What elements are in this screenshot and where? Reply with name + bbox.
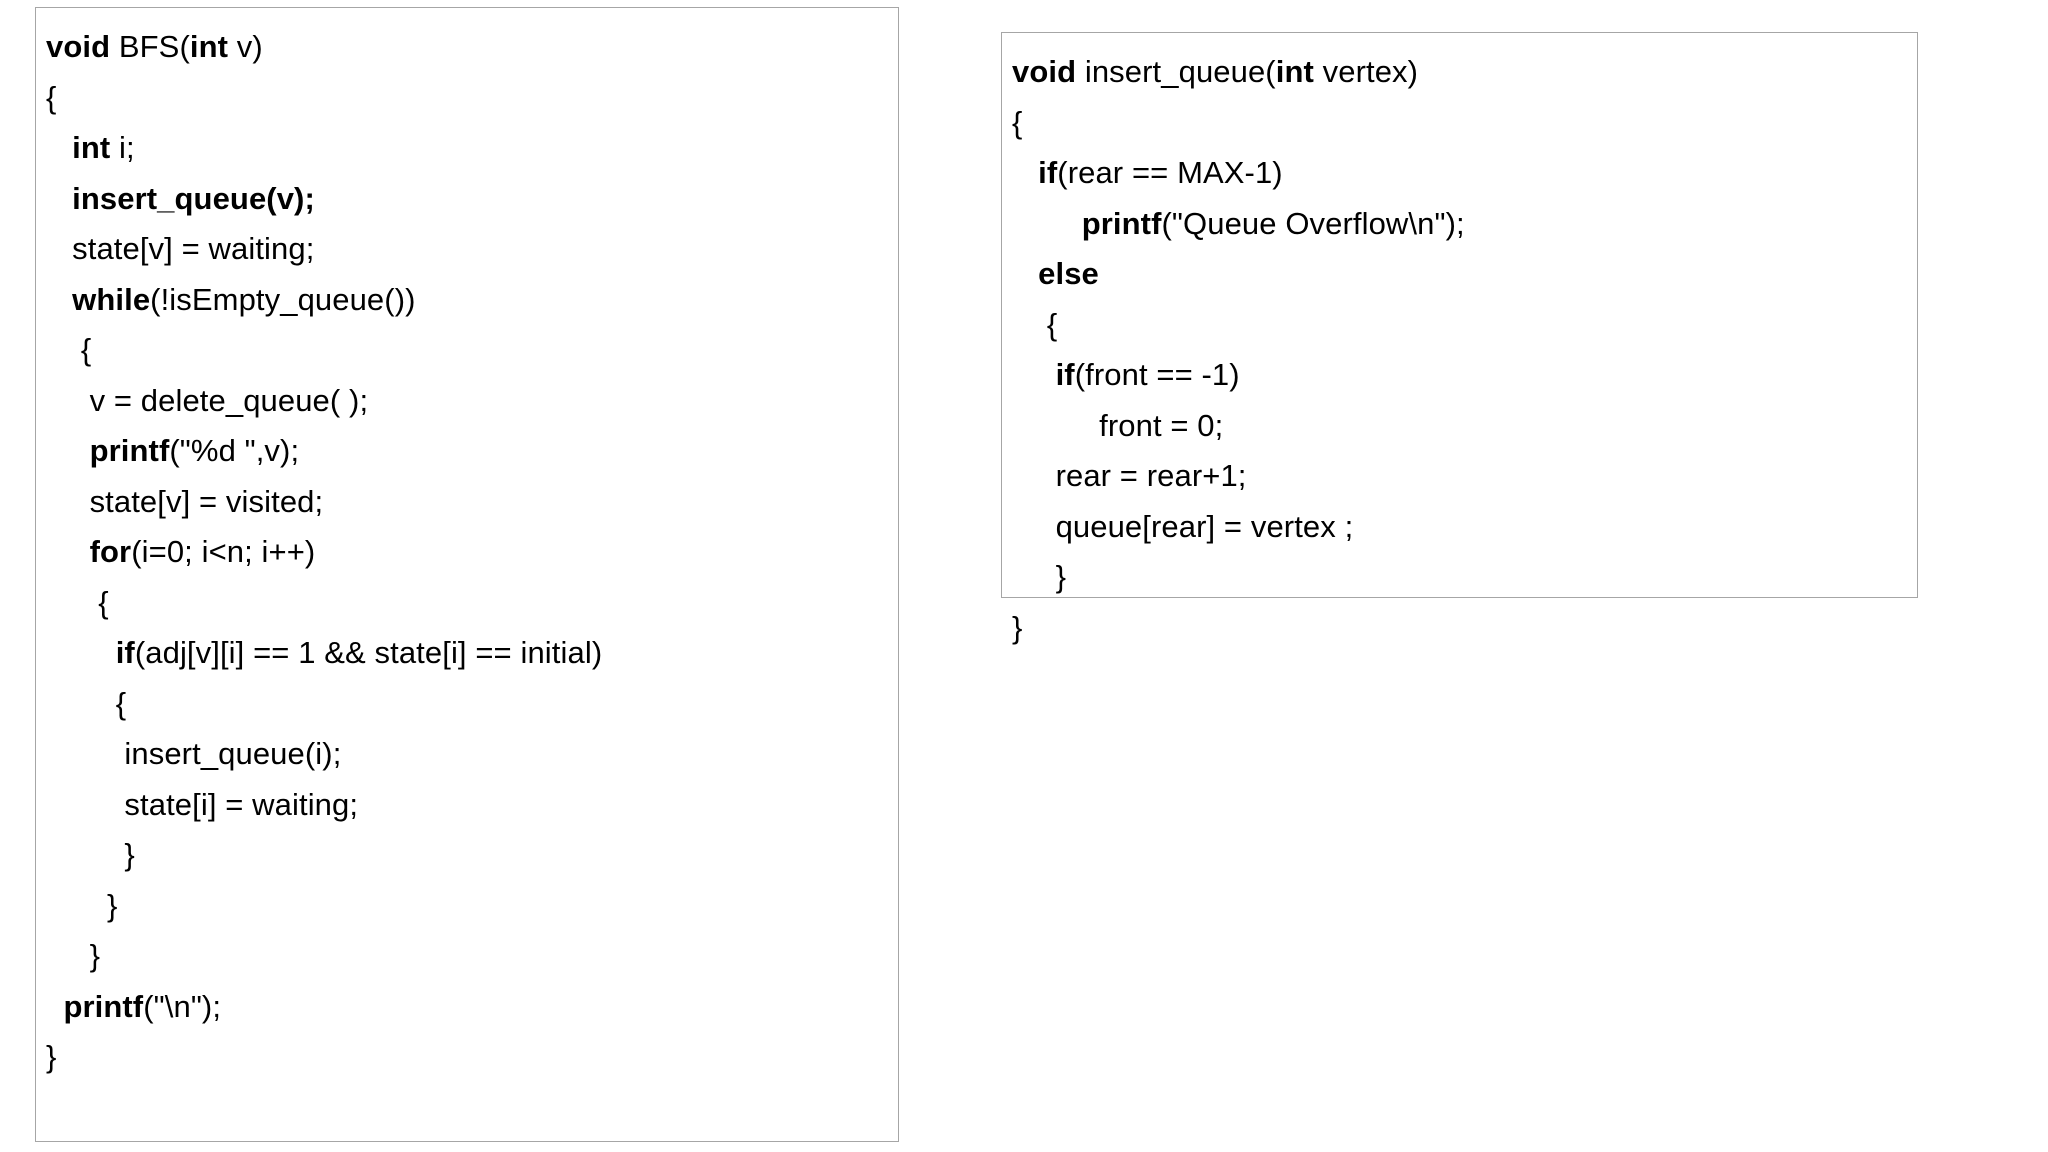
- code-text: i;: [110, 130, 135, 165]
- code-keyword: printf: [89, 433, 170, 468]
- code-line: }: [1012, 552, 1907, 603]
- code-text: }: [46, 938, 101, 973]
- code-line: {: [46, 73, 888, 124]
- code-keyword: printf: [63, 988, 144, 1024]
- code-text: [46, 181, 72, 216]
- code-keyword: if: [1055, 357, 1075, 392]
- code-line: {: [46, 679, 888, 730]
- code-line: v = delete_queue( );: [46, 376, 888, 427]
- code-text: (i=0; i<n; i++): [131, 534, 316, 569]
- code-line: }: [46, 1032, 888, 1083]
- code-text: state[v] = waiting;: [46, 231, 315, 266]
- code-keyword: void: [1012, 54, 1077, 89]
- code-line: printf("\n");: [46, 982, 888, 1033]
- code-text: (front == -1): [1074, 357, 1240, 392]
- code-keyword: void: [46, 29, 111, 64]
- code-text: {: [46, 332, 92, 367]
- code-line: while(!isEmpty_queue()): [46, 275, 888, 326]
- code-line: int i;: [46, 123, 888, 174]
- code-text: }: [1012, 609, 1023, 645]
- code-line: if(front == -1): [1012, 350, 1907, 401]
- code-keyword: int: [189, 29, 229, 64]
- code-text: [1012, 357, 1056, 392]
- code-text: BFS(: [110, 29, 190, 64]
- code-line: front = 0;: [1012, 401, 1907, 452]
- code-text: state[v] = visited;: [46, 483, 324, 519]
- code-line: if(rear == MAX-1): [1012, 148, 1907, 199]
- code-text: (!isEmpty_queue()): [150, 281, 416, 317]
- code-text: {: [46, 79, 57, 115]
- code-text: [1012, 155, 1038, 190]
- code-text: front = 0;: [1012, 407, 1224, 443]
- code-keyword: if: [115, 635, 135, 670]
- code-keyword: printf: [1081, 205, 1162, 241]
- code-keyword: else: [1038, 256, 1099, 291]
- insert-queue-code-box: void insert_queue(int vertex){ if(rear =…: [1001, 32, 1918, 645]
- bfs-code-box: void BFS(int v){ int i; insert_queue(v);…: [35, 7, 899, 1142]
- code-text: (adj[v][i] == 1 && state[i] == initial): [134, 635, 603, 670]
- code-line: }: [46, 830, 888, 881]
- code-keyword: while: [72, 281, 151, 317]
- code-text: [46, 433, 90, 468]
- code-keyword: insert_queue(v);: [72, 180, 315, 216]
- code-line: {: [1012, 300, 1907, 351]
- code-text: {: [1012, 306, 1058, 342]
- code-line: void BFS(int v): [46, 22, 888, 73]
- code-line: state[v] = visited;: [46, 477, 888, 528]
- code-text: state[i] = waiting;: [46, 786, 359, 822]
- code-text: [46, 282, 72, 317]
- code-line: insert_queue(v);: [46, 174, 888, 225]
- code-text: [46, 130, 72, 165]
- code-text: [46, 635, 116, 670]
- code-text: insert_queue(: [1076, 54, 1276, 89]
- code-text: }: [46, 1039, 57, 1074]
- code-text: ("Queue Overflow\n");: [1161, 205, 1465, 241]
- code-line: rear = rear+1;: [1012, 451, 1907, 502]
- code-line: printf("%d ",v);: [46, 426, 888, 477]
- code-line: if(adj[v][i] == 1 && state[i] == initial…: [46, 628, 888, 679]
- code-text: }: [46, 887, 118, 923]
- code-line: {: [46, 325, 888, 376]
- code-line: {: [1012, 98, 1907, 149]
- code-line: for(i=0; i<n; i++): [46, 527, 888, 578]
- code-text: }: [46, 837, 135, 872]
- code-line: }: [1012, 603, 1907, 654]
- code-text: [1012, 206, 1082, 241]
- code-text: insert_queue(i);: [46, 736, 342, 771]
- code-keyword: for: [89, 534, 132, 569]
- code-text: {: [46, 685, 127, 721]
- code-text: {: [46, 584, 109, 620]
- code-line: else: [1012, 249, 1907, 300]
- code-line: }: [46, 881, 888, 932]
- code-text: (rear == MAX-1): [1057, 155, 1283, 190]
- code-text: [1012, 256, 1038, 291]
- code-text: [46, 534, 90, 569]
- code-text: v): [228, 29, 263, 64]
- code-text: }: [1012, 559, 1067, 594]
- code-text: rear = rear+1;: [1012, 458, 1247, 493]
- code-text: vertex): [1313, 54, 1419, 89]
- code-text: ("%d ",v);: [169, 433, 300, 468]
- code-line: state[i] = waiting;: [46, 780, 888, 831]
- code-keyword: int: [72, 130, 111, 165]
- code-keyword: int: [1275, 54, 1314, 89]
- code-line: state[v] = waiting;: [46, 224, 888, 275]
- code-keyword: if: [1038, 155, 1058, 190]
- code-line: insert_queue(i);: [46, 729, 888, 780]
- code-text: queue[rear] = vertex ;: [1012, 508, 1354, 544]
- code-line: void insert_queue(int vertex): [1012, 47, 1907, 98]
- code-line: printf("Queue Overflow\n");: [1012, 199, 1907, 250]
- code-text: {: [1012, 104, 1023, 140]
- code-text: ("\n");: [143, 988, 222, 1024]
- code-line: {: [46, 578, 888, 629]
- code-text: [46, 989, 63, 1024]
- insert-queue-code-listing: void insert_queue(int vertex){ if(rear =…: [1012, 47, 1907, 653]
- bfs-code-listing: void BFS(int v){ int i; insert_queue(v);…: [46, 22, 888, 1083]
- code-text: v = delete_queue( );: [46, 382, 369, 418]
- code-line: }: [46, 931, 888, 982]
- code-line: queue[rear] = vertex ;: [1012, 502, 1907, 553]
